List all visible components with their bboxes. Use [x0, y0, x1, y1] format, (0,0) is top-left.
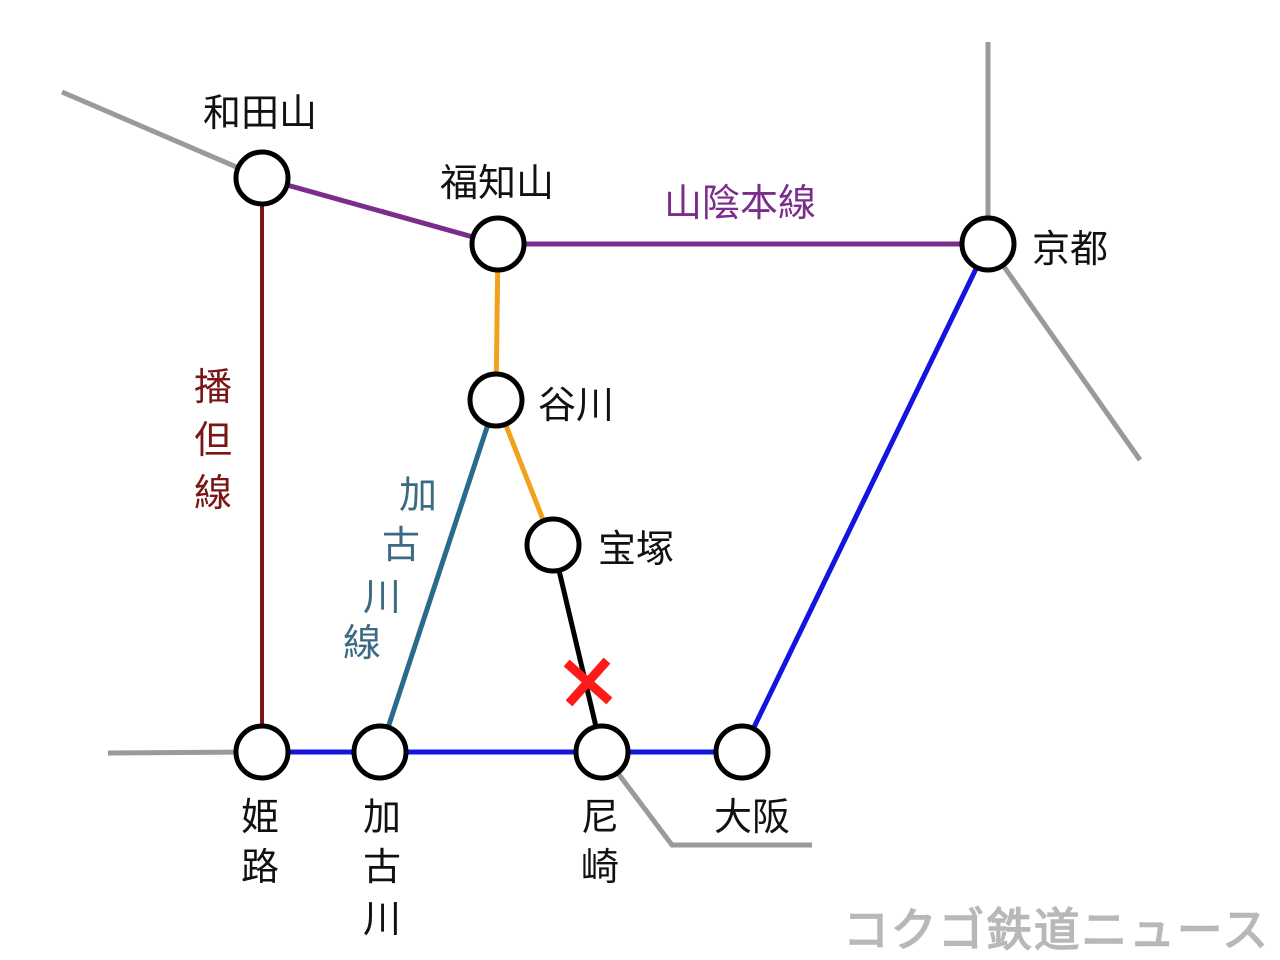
jr-kobe-kyoto-line [262, 242, 991, 755]
watermark: コクゴ鉄道ニュース [843, 903, 1268, 957]
station-amagasaki[interactable] [573, 723, 631, 781]
svg-text:線: 線 [343, 621, 381, 665]
label-bantan-line: 播 但 線 [194, 365, 232, 515]
svg-text:播: 播 [194, 365, 232, 409]
label-kakogawa-1: 加 [363, 795, 401, 839]
line-kyoto-southeast [985, 242, 1143, 462]
takarazuka-amagasaki-section [550, 544, 605, 753]
station-wadayama[interactable] [233, 149, 291, 207]
station-kyoto[interactable] [959, 215, 1017, 273]
kakogawa-line [377, 399, 499, 753]
svg-text:加: 加 [399, 473, 437, 517]
station-osaka[interactable] [713, 723, 771, 781]
label-amagasaki-2: 崎 [581, 845, 619, 889]
station-tanigawa[interactable] [467, 371, 525, 429]
label-himeji-2: 路 [241, 845, 279, 889]
label-himeji-1: 姫 [241, 795, 279, 839]
svg-text:川: 川 [363, 575, 401, 619]
svg-text:但: 但 [194, 418, 232, 462]
label-kakogawa-2: 古 [363, 845, 401, 889]
label-kakogawa-3: 川 [363, 897, 401, 941]
line-to-wadayama-west [61, 89, 263, 181]
label-sanin-line: 山陰本線 [664, 181, 816, 225]
label-osaka: 大阪 [714, 795, 790, 839]
label-fukuchiyama: 福知山 [440, 161, 554, 205]
svg-text:線: 線 [194, 471, 232, 515]
label-tanigawa: 谷川 [538, 383, 614, 427]
station-himeji[interactable] [233, 723, 291, 781]
label-kakogawa-line: 加 古 川 線 [343, 473, 437, 665]
station-fukuchiyama[interactable] [469, 215, 527, 273]
label-kyoto: 京都 [1032, 227, 1108, 271]
label-amagasaki-1: 尼 [581, 795, 619, 839]
red-x-icon [563, 657, 613, 707]
line-amagasaki-branch [600, 750, 812, 848]
other-lines [61, 42, 1143, 848]
label-takarazuka: 宝塚 [598, 527, 674, 571]
sanin-line-west [261, 175, 499, 247]
svg-text:古: 古 [382, 523, 420, 567]
label-wadayama: 和田山 [203, 91, 317, 135]
station-kakogawa[interactable] [351, 723, 409, 781]
station-takarazuka[interactable] [524, 516, 582, 574]
